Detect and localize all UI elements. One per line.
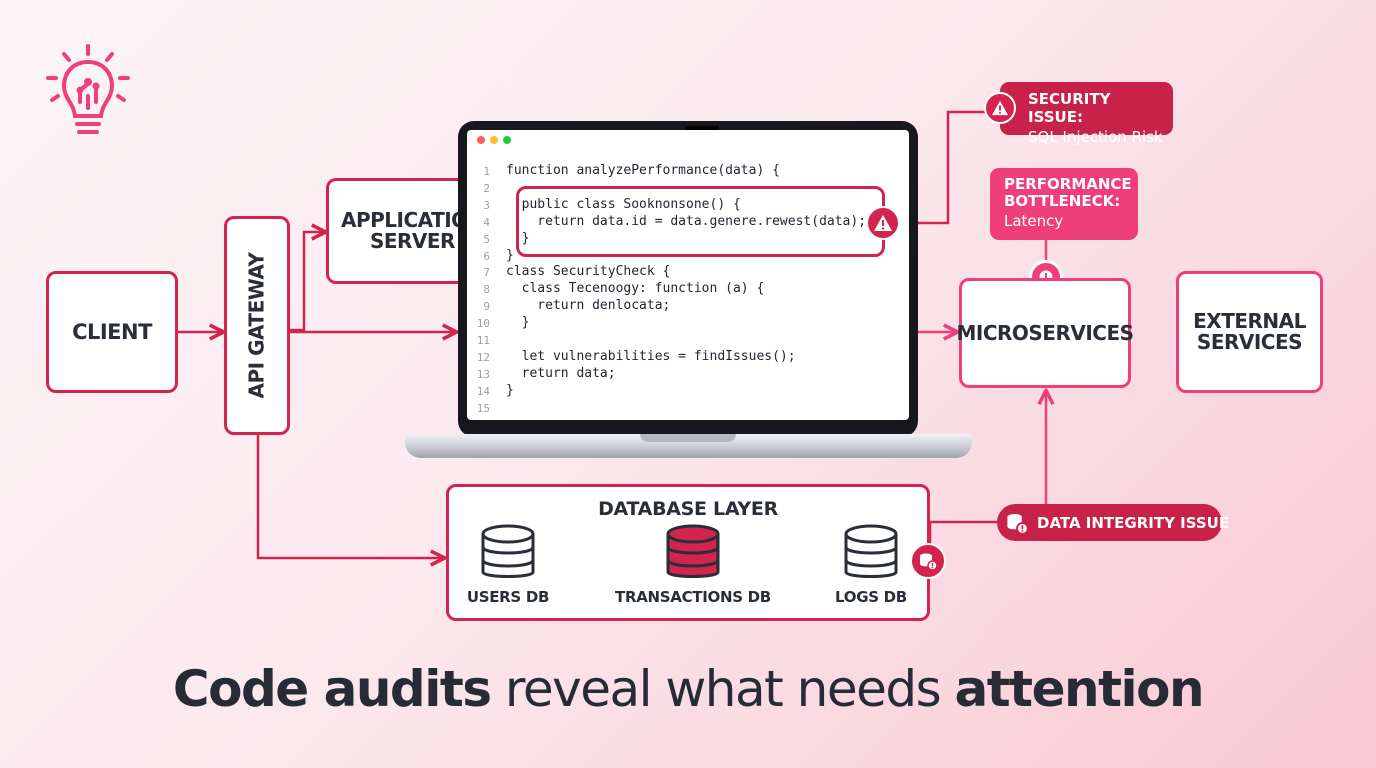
code-line-number: 6 <box>483 249 490 263</box>
code-line-number: 2 <box>483 181 490 195</box>
data-integrity-title: DATA INTEGRITY ISSUE <box>1037 513 1230 532</box>
code-line-text[interactable]: return data.id = data.genere.rewest(data… <box>506 213 867 229</box>
laptop-notch <box>640 434 736 442</box>
code-line-number: 3 <box>483 198 490 212</box>
api-gateway-node[interactable]: API GATEWAY <box>224 216 290 435</box>
code-line-number: 13 <box>476 367 490 381</box>
users-db-label: USERS DB <box>466 588 550 606</box>
gateway-to-db-line <box>256 435 443 558</box>
code-line-text[interactable]: } <box>506 247 514 263</box>
headline-middle: reveal what needs <box>490 660 955 718</box>
code-line-number: 8 <box>483 283 490 297</box>
code-line-text[interactable]: let vulnerabilities = findIssues(); <box>506 348 796 364</box>
logs-db-label: LOGS DB <box>835 588 907 606</box>
performance-bottleneck-callout[interactable]: PERFORMANCE BOTTLENECK: Latency <box>990 168 1138 240</box>
code-line-number: 4 <box>483 215 490 229</box>
code-line-number: 1 <box>483 165 490 178</box>
api-gateway-label: API GATEWAY <box>244 252 269 399</box>
code-line-text[interactable]: } <box>506 315 530 331</box>
window-minimize-dot[interactable] <box>490 136 498 144</box>
flagged-code-highlight <box>516 186 885 257</box>
logs-db-icon <box>844 524 898 578</box>
code-line-number: 11 <box>476 334 490 347</box>
gateway-to-app-line <box>290 232 324 332</box>
transactions-db-icon <box>666 524 720 578</box>
code-line-text[interactable]: class Tecenoogy: function (a) { <box>506 281 765 297</box>
code-line-number: 10 <box>476 317 490 331</box>
code-line-text[interactable]: public class Sooknonsone() { <box>506 196 741 212</box>
microservices-label: MICROSERVICES <box>956 320 1134 345</box>
database-layer-title: DATABASE LAYER <box>598 498 778 520</box>
client-label: CLIENT <box>72 319 152 344</box>
code-line-number: 7 <box>483 266 490 280</box>
code-line-text[interactable]: return denlocata; <box>506 298 671 314</box>
client-node[interactable]: CLIENT <box>46 271 178 393</box>
lightbulb-logo-icon <box>46 44 130 134</box>
headline-bold-end: attention <box>954 660 1205 718</box>
code-line-number: 14 <box>476 384 490 398</box>
window-maximize-dot[interactable] <box>503 136 511 144</box>
security-issue-callout[interactable]: SECURITY ISSUE: SQL Injection Risk <box>1000 82 1173 146</box>
code-line-number: 5 <box>483 232 490 246</box>
application-server-node[interactable]: APPLICATION SERVER <box>326 178 484 284</box>
database-alert-icon <box>1007 514 1029 535</box>
warning-triangle-icon <box>874 215 892 231</box>
security-issue-detail: SQL Injection Risk <box>1028 128 1163 146</box>
code-line-number: 15 <box>476 401 490 415</box>
headline: Code audits reveal what needs attention <box>0 660 1376 718</box>
code-warning-badge[interactable] <box>866 206 900 240</box>
external-services-label: EXTERNAL SERVICES <box>1193 309 1306 354</box>
code-line-number: 9 <box>483 300 490 314</box>
users-db-icon <box>481 524 535 578</box>
transactions-db-label: TRANSACTIONS DB <box>615 588 771 606</box>
code-line-text[interactable]: function analyzePerformance(data) { <box>506 163 780 178</box>
application-server-label: APPLICATION SERVER <box>341 208 484 253</box>
code-line-text[interactable]: class SecurityCheck { <box>506 264 671 280</box>
security-warning-icon-badge <box>984 92 1016 124</box>
microservices-node[interactable]: MICROSERVICES <box>956 278 1134 388</box>
data-integrity-callout[interactable]: DATA INTEGRITY ISSUE <box>997 504 1229 541</box>
code-line-text[interactable]: return data; <box>506 365 616 381</box>
integrity-to-db-line <box>928 520 1000 552</box>
window-close-dot[interactable] <box>477 136 485 144</box>
database-alert-icon <box>920 553 938 571</box>
external-services-node[interactable]: EXTERNAL SERVICES <box>1176 271 1323 393</box>
code-line-text[interactable]: } <box>506 230 530 246</box>
headline-bold-start: Code audits <box>172 660 492 718</box>
security-issue-title: SECURITY ISSUE: <box>1028 90 1111 126</box>
code-editor-window <box>467 130 909 420</box>
warning-triangle-icon <box>992 100 1008 116</box>
db-integrity-badge[interactable] <box>910 543 946 579</box>
performance-detail: Latency <box>1004 211 1064 230</box>
performance-title: PERFORMANCE BOTTLENECK: <box>1004 175 1132 211</box>
code-line-text[interactable]: } <box>506 382 514 398</box>
code-line-number: 12 <box>476 350 490 364</box>
